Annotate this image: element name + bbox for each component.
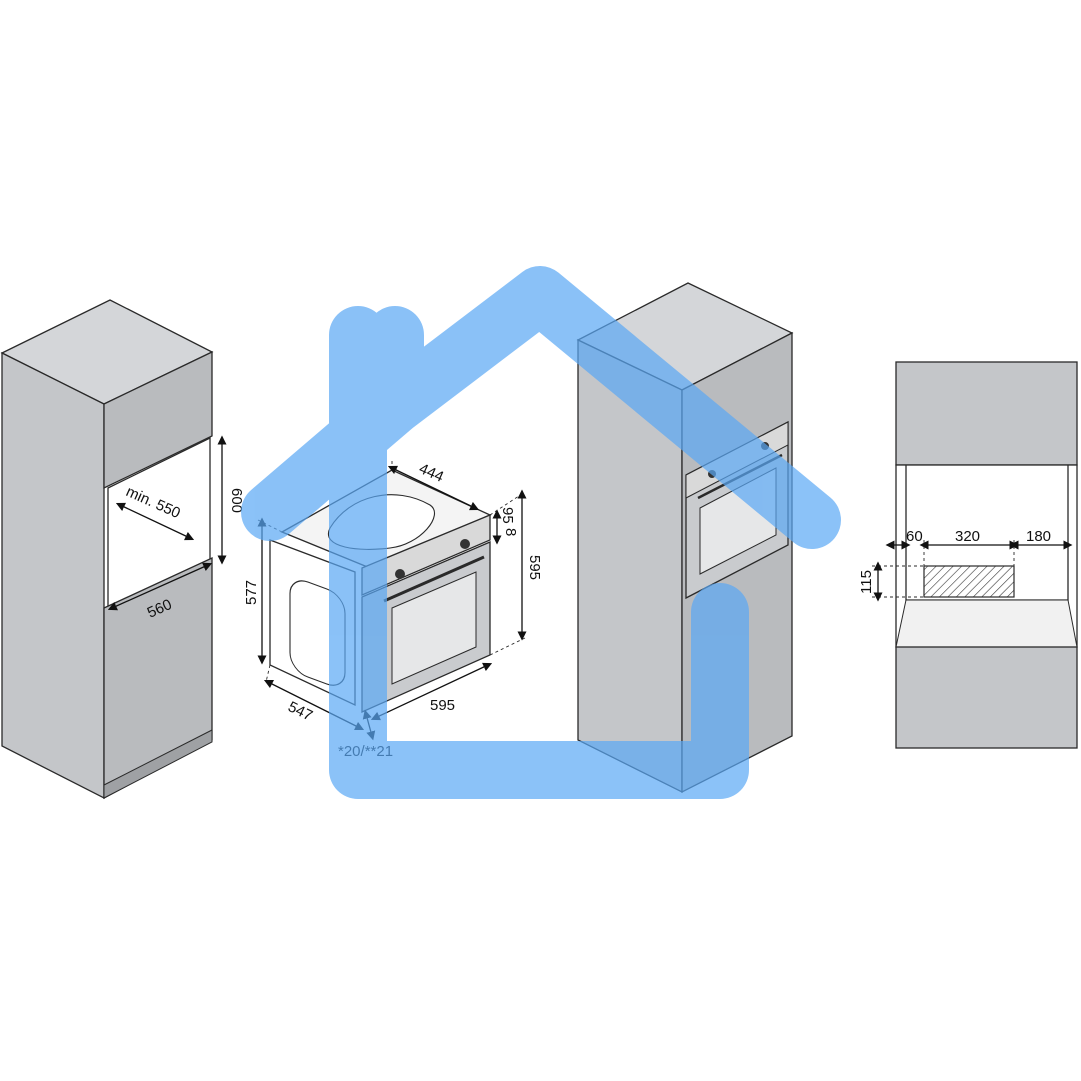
- oven-knob-right-icon: [460, 539, 470, 549]
- oven-height-ext-top: [489, 491, 526, 516]
- left-cabinet-plinth: [103, 729, 213, 799]
- house-icon: [241, 266, 841, 799]
- left-width-arrow: [107, 562, 213, 611]
- oven-door-handle: [383, 555, 485, 603]
- left-depth-arrow: [115, 502, 195, 541]
- cutout-upper-panel: [895, 361, 1078, 466]
- oven-front-width-arrow: [370, 662, 493, 721]
- oven-depth-ext: [265, 664, 271, 683]
- cutout-height-label: 115: [858, 570, 875, 594]
- oven-height-label: 595: [526, 555, 543, 580]
- oven-panel-label: 8: [502, 528, 519, 536]
- oven-front-width-label: 595: [430, 697, 455, 714]
- left-cabinet-front-upper: [103, 350, 213, 490]
- left-cabinet-side: [1, 351, 105, 800]
- left-height-label: 600: [228, 488, 245, 513]
- oven-side-height-label: 577: [243, 580, 260, 605]
- cutout-center-label: 320: [955, 528, 980, 545]
- cutout-lower-panel: [895, 646, 1078, 749]
- oven-panel-height-label: 95: [499, 507, 516, 524]
- oven-height-ext-bottom: [489, 637, 526, 656]
- oven-door-glass: [391, 571, 477, 685]
- oven-knob-left-icon: [395, 569, 405, 579]
- oven-depth-label: 547: [285, 698, 315, 724]
- cutout-floor: [895, 599, 1078, 648]
- cutout-front-view: 60 320 180 115: [858, 361, 1078, 749]
- cutout-hatched-area: [923, 565, 1015, 598]
- cutout-left-label: 60: [906, 528, 923, 545]
- left-cabinet: min. 550 600 560: [0, 299, 245, 800]
- cutout-right-label: 180: [1026, 528, 1051, 545]
- oven-width-arrow: [387, 465, 480, 511]
